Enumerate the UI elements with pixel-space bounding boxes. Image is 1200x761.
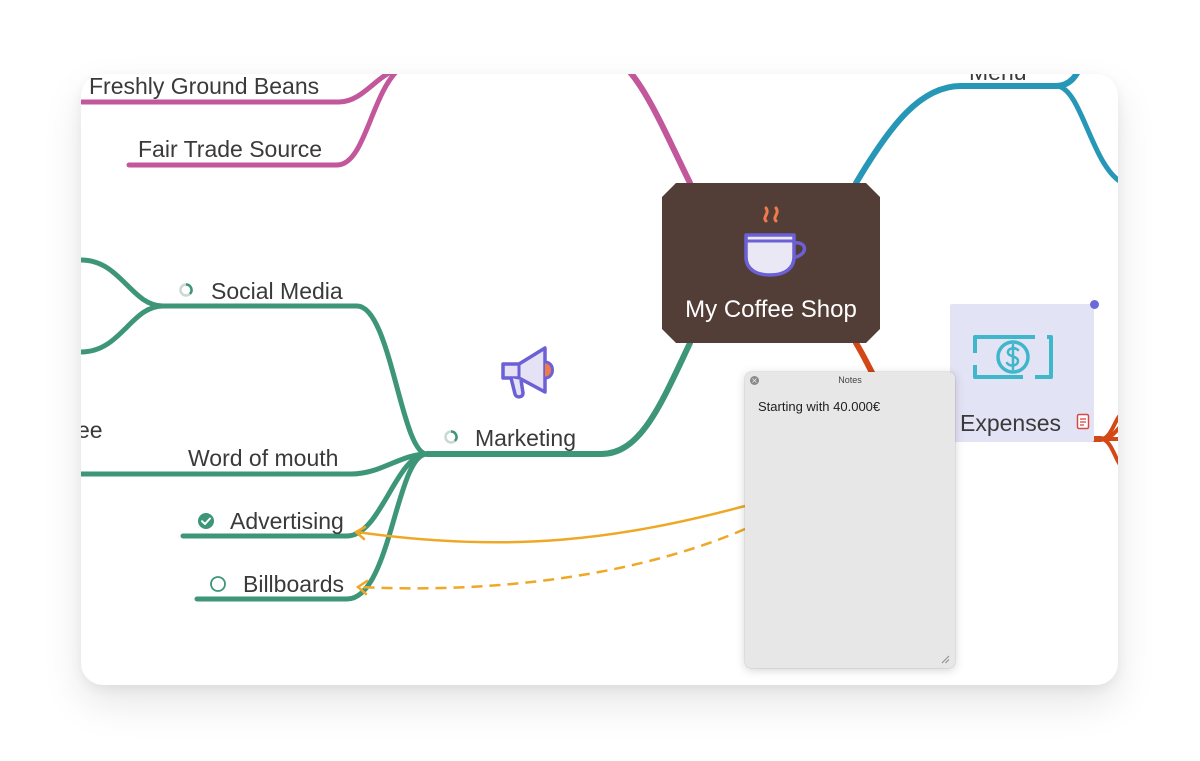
branch-line-expenses-child-b (1099, 437, 1118, 466)
topic-label: Fair Trade Source (138, 136, 323, 162)
relation-arrow-billboards (355, 579, 369, 596)
topic-fair-trade-source[interactable]: Fair Trade Source (138, 135, 322, 163)
root-topic[interactable]: My Coffee Shop (662, 183, 880, 343)
topic-label: Billboards (243, 571, 344, 597)
topic-partial-left[interactable]: ee (81, 416, 103, 444)
branch-line-social-media (160, 303, 430, 457)
branch-line-fair-trade (126, 74, 398, 168)
topic-label: Advertising (230, 508, 344, 534)
resize-handle-icon[interactable] (941, 655, 950, 664)
topic-label: ee (81, 417, 103, 443)
branch-line-marketing (424, 340, 693, 457)
notes-title: Notes (838, 375, 862, 385)
connection-lines (81, 74, 1118, 602)
progress-icon (179, 283, 193, 297)
topic-label: Word of mouth (188, 445, 339, 471)
root-topic-title: My Coffee Shop (685, 296, 857, 323)
topic-label: Freshly Ground Beans (89, 74, 320, 99)
dollar-bill-icon (973, 335, 1053, 379)
progress-icon (444, 430, 458, 444)
notes-text[interactable]: Starting with 40.000€ (758, 399, 881, 414)
relation-arrow-advertising (353, 525, 367, 541)
mindmap-canvas[interactable]: Freshly Ground Beans Fair Trade Source M… (81, 74, 1118, 685)
branch-line-billboards (194, 451, 430, 602)
topic-label: Social Media (211, 278, 343, 304)
topic-expenses[interactable]: Expenses (960, 409, 1061, 437)
megaphone-icon (501, 346, 554, 399)
branch-line-products (627, 74, 693, 186)
branch-line-social-child-1 (81, 257, 166, 309)
empty-circle-icon[interactable] (209, 575, 227, 593)
close-icon[interactable]: × (750, 376, 759, 385)
topic-word-of-mouth[interactable]: Word of mouth (188, 444, 338, 472)
branch-line-expenses-child-d (1099, 426, 1118, 441)
branch-line-menu-child (1053, 83, 1118, 183)
branch-line-social-child-2 (81, 303, 166, 355)
topic-label: Marketing (475, 425, 576, 451)
notes-title-bar[interactable]: Notes (745, 372, 955, 390)
topic-advertising[interactable]: Advertising (230, 507, 344, 535)
checkmark-done-icon[interactable] (197, 512, 215, 530)
topic-label: Expenses (960, 410, 1062, 436)
selection-handle[interactable] (1090, 300, 1099, 309)
branch-line-menu (853, 74, 1081, 186)
topic-menu[interactable]: Menu (969, 74, 1027, 86)
topic-marketing[interactable]: Marketing (475, 424, 576, 452)
topic-social-media[interactable]: Social Media (211, 277, 343, 305)
notes-panel[interactable]: Notes × Starting with 40.000€ (745, 372, 955, 668)
topic-freshly-ground-beans[interactable]: Freshly Ground Beans (89, 74, 319, 100)
branch-line-freshly-ground-beans (81, 74, 393, 105)
coffee-cup-icon (744, 206, 807, 277)
relation-line-advertising (356, 504, 746, 544)
topic-label: Menu (969, 74, 1027, 85)
note-icon[interactable] (1076, 413, 1090, 430)
relation-line-billboards (358, 527, 746, 590)
topic-billboards[interactable]: Billboards (243, 570, 344, 598)
